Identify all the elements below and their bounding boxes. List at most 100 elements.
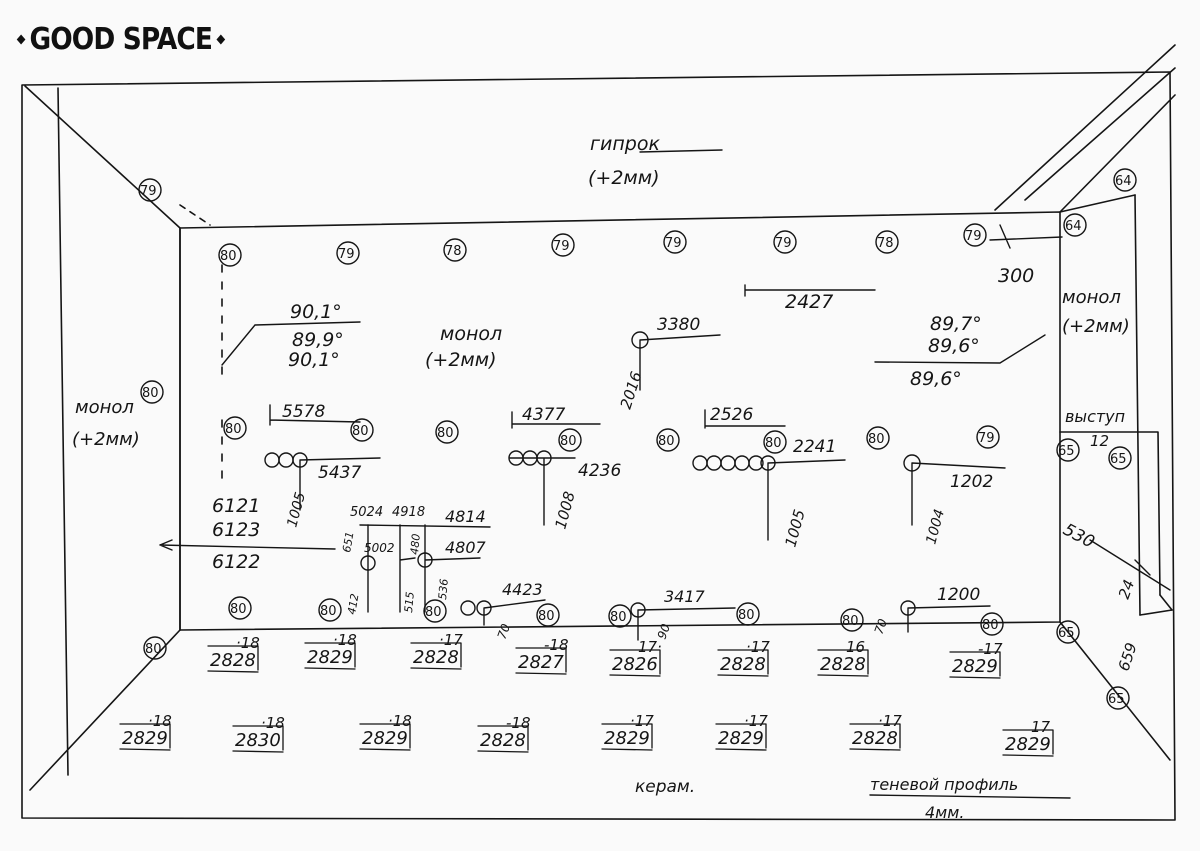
dimension-label: 5437 (318, 463, 361, 483)
svg-text:65: 65 (1108, 692, 1125, 707)
dimension-label: 4814 (445, 507, 486, 526)
svg-text:80: 80 (320, 604, 337, 619)
dimension-label: 4807 (445, 538, 487, 557)
svg-text:65: 65 (1058, 444, 1075, 459)
floor-measurement: 2829·18 (304, 631, 357, 670)
ceiling-marks: 79 80 79 78 79 79 79 78 79 64 64 (138, 168, 1137, 267)
floor-value: 2830 (235, 730, 281, 751)
svg-text:80: 80 (982, 618, 999, 633)
mark-circle: 79 (963, 223, 987, 247)
floor-value-box (849, 723, 901, 751)
floor-offset: ·18 (388, 712, 412, 730)
angle-label: 89,7° (930, 313, 982, 335)
floor-value: 2828 (720, 654, 766, 675)
floor-label: керам. (635, 777, 695, 797)
mark-circle: 65 (1056, 438, 1080, 462)
right-wall-label: монол (1062, 287, 1121, 308)
dimension-label: 5002 (364, 541, 395, 555)
right-inner-edge (1134, 194, 1141, 616)
floor-value-box (949, 651, 1001, 679)
floor-value-box (359, 723, 411, 751)
svg-text:80: 80 (437, 426, 454, 441)
dimension-label: 12 (1090, 432, 1109, 450)
room-outline (21, 44, 1176, 821)
ledge-outline (1059, 431, 1161, 596)
dimension-label: 4377 (522, 405, 565, 425)
mark-circle: 80 (536, 603, 560, 627)
mark-circle: 80 (218, 243, 242, 267)
logo-text: GOOD SPACE (29, 22, 213, 57)
brand-logo: GOOD SPACE (16, 22, 225, 57)
dimension-label: 1200 (937, 585, 980, 605)
floor-offset: -17 (978, 640, 1003, 658)
dimension-label: 70 (872, 617, 891, 636)
floor-offset: 17 (1031, 718, 1051, 736)
mark-circle: 80 (318, 598, 342, 622)
mark-circle: 79 (773, 230, 797, 254)
dimension-label: 3380 (657, 315, 700, 335)
floor-right-edge (1059, 621, 1171, 761)
dimension-label: 5024 (350, 505, 383, 520)
floor-value-box (207, 645, 259, 673)
svg-text:80: 80 (765, 436, 782, 451)
floor-measurement: 2828·17 (410, 631, 463, 670)
mark-circle: 80 (140, 380, 164, 404)
profile-label: теневой профиль (870, 775, 1018, 794)
floor-offset: ·18 (236, 634, 260, 652)
dimension-label: 536 (436, 578, 451, 600)
ceiling-right-edge (1059, 94, 1176, 213)
floor-measurement: 2828·17 (717, 638, 770, 677)
mark-circle: 79 (976, 425, 1000, 449)
floor-value-box (715, 723, 767, 751)
dimension-label: 2427 (785, 291, 833, 313)
floor-measurement: 2828-18 (477, 714, 531, 753)
floor-value-box (119, 723, 171, 751)
floor-offset: ·17 (878, 712, 902, 730)
socket-group (903, 454, 1006, 526)
svg-text:80: 80 (230, 602, 247, 617)
floor-value-box (304, 642, 356, 670)
mark-circle: 80 (223, 416, 247, 440)
floor-value: 2829 (604, 728, 650, 749)
floor-value-box (232, 725, 284, 753)
svg-text:79: 79 (553, 239, 570, 254)
svg-text:79: 79 (140, 184, 157, 199)
socket-group (460, 599, 991, 641)
floor-offset: ·18 (261, 714, 285, 732)
floor-value-box (410, 642, 462, 670)
svg-text:80: 80 (225, 422, 242, 437)
mark-circle: 80 (350, 418, 374, 442)
profile-thickness: 4мм. (925, 803, 964, 822)
svg-text:64: 64 (1065, 219, 1082, 234)
dimension-label: 6123 (212, 519, 260, 541)
mark-circle: 80 (558, 428, 582, 452)
svg-text:79: 79 (965, 229, 982, 244)
beam-upper (994, 44, 1176, 211)
floor-value: 2828 (480, 730, 526, 751)
svg-text:78: 78 (445, 244, 462, 259)
floor-value: 2829 (952, 656, 998, 677)
mark-circle: 80 (763, 430, 787, 454)
floor-value-box (477, 725, 529, 753)
mark-circle: 80 (840, 608, 864, 632)
floor-row-1: 2828·182829·182828·172827-18282617·2828·… (207, 631, 1003, 679)
ceiling-note: (+2мм) (588, 167, 660, 189)
dimension-label: 1005 (781, 507, 808, 549)
svg-text:80: 80 (142, 386, 159, 401)
floor-value: 2829 (307, 647, 353, 668)
angle-label: 90,1° (290, 301, 342, 323)
dimension-label: 1008 (551, 489, 578, 531)
dimension-label: 6121 (212, 495, 260, 517)
socket-group (360, 524, 481, 613)
floor-offset: 17· (638, 638, 662, 656)
angle-label: 89,6° (928, 335, 980, 357)
mid-marks: 80 80 80 80 80 80 80 79 65 65 (223, 416, 1132, 470)
mark-circle: 78 (443, 238, 467, 262)
angle-label: 89,9° (292, 329, 344, 351)
svg-text:80: 80 (738, 608, 755, 623)
dimension-label: 6122 (212, 551, 260, 573)
